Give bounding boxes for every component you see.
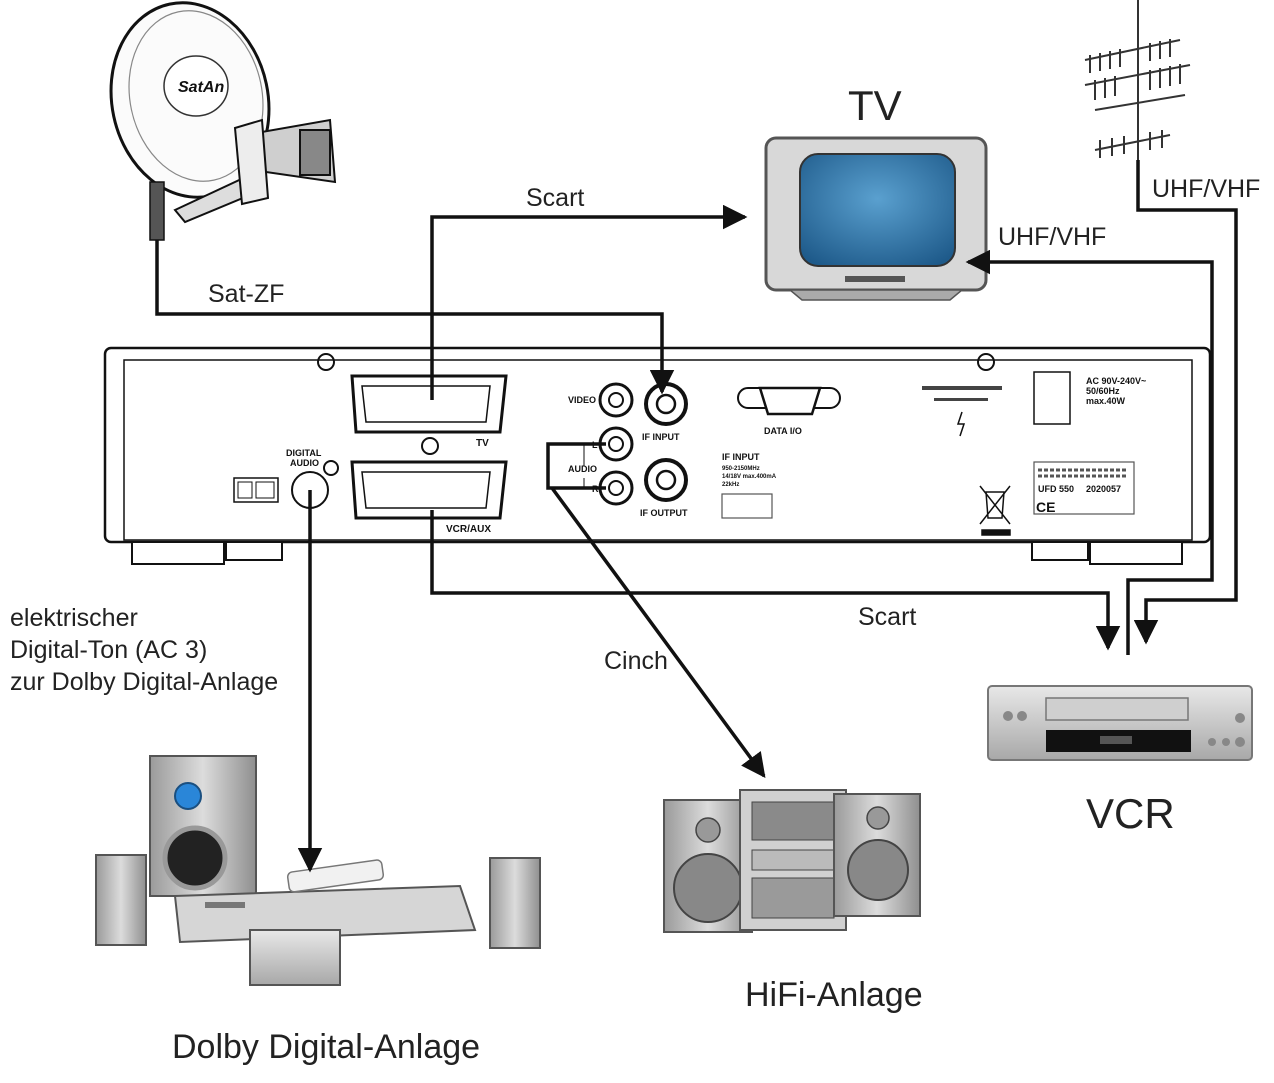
model-label: UFD 550 [1038,484,1074,494]
uhf-tv-cable [965,249,1214,655]
vcr-scart-label: VCR/AUX [446,524,491,535]
digital-audio-note-line2: Digital-Ton (AC 3) [10,636,208,664]
scart-tv-cable [430,204,748,400]
vcr-label: VCR [1086,790,1175,837]
hifi-label: HiFi-Anlage [745,976,923,1014]
tv-scart-label: TV [476,438,489,449]
digital-audio-note-line1: elektrischer [10,604,138,632]
uhf-vhf-tv-label: UHF/VHF [998,223,1107,251]
if-input-spec-title: IF INPUT [722,452,760,462]
if-input-label: IF INPUT [642,432,680,442]
scart-vcr-label: Scart [858,603,917,631]
hifi-system-icon [663,789,921,933]
power-spec-3: max.40W [1086,396,1126,406]
sat-zf-label: Sat-ZF [208,280,285,308]
tv-icon [764,136,988,301]
dish-brand: SatAn [178,79,224,96]
digital-audio-note-line3: zur Dolby Digital-Anlage [10,668,279,696]
dolby-label: Dolby Digital-Anlage [172,1028,481,1066]
if-input-spec-1: 950-2150MHz [722,466,760,472]
data-io-label: DATA I/O [764,426,802,436]
terrestrial-antenna-icon [1084,0,1191,160]
satellite-dish-icon: SatAn [109,1,337,241]
receiver-rear-panel: TV VCR/AUX DIGITAL AUDIO VIDEO AUDIO L R… [103,346,1212,565]
connection-lines [155,160,1238,873]
vcr-icon [987,685,1253,761]
digital-audio-label-2: AUDIO [290,458,319,468]
sat-zf-cable [155,240,675,395]
tv-label: TV [848,82,902,129]
scart-vcr-cable [430,510,1121,651]
audio-label: AUDIO [568,464,597,474]
power-spec-1: AC 90V-240V~ [1086,376,1146,386]
cinch-label: Cinch [604,647,668,675]
satellite-logo-icon [721,493,773,519]
uhf-vhf-antenna-label: UHF/VHF [1152,175,1261,203]
if-output-label: IF OUTPUT [640,508,688,518]
video-label: VIDEO [568,395,596,405]
weee-bin-icon [979,485,1011,536]
digital-audio-label-1: DIGITAL [286,448,322,458]
scart-tv-label: Scart [526,184,585,212]
dolby-system-icon [95,755,541,986]
serial-label: 2020057 [1086,484,1121,494]
cinch-cable [546,442,764,776]
power-spec-2: 50/60Hz [1086,386,1120,396]
ce-mark: CE [1036,499,1055,515]
uhf-antenna-cable [1133,160,1238,645]
if-input-spec-2: 14/18V max.400mA [722,474,777,480]
if-input-spec-3: 22kHz [722,482,739,488]
